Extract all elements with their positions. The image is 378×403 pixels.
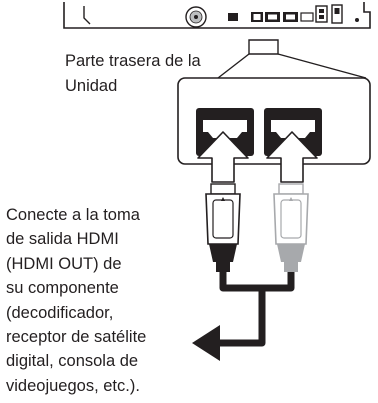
arrow-up-icon xyxy=(197,131,249,183)
arrow-left-icon xyxy=(192,325,220,361)
callout-lines xyxy=(217,39,367,79)
unit-rear-panel xyxy=(63,2,371,29)
hdmi-cable xyxy=(218,272,295,347)
hdmi-plug-icon xyxy=(273,183,309,272)
connection-instruction-text: Conecte a la toma de salida HDMI (HDMI O… xyxy=(6,206,147,395)
arrow-up-icon xyxy=(266,131,318,183)
hdmi-plug-icon xyxy=(205,183,241,272)
rear-of-unit-label: Parte trasera de la Unidad xyxy=(65,52,201,95)
port-icon xyxy=(228,13,238,21)
